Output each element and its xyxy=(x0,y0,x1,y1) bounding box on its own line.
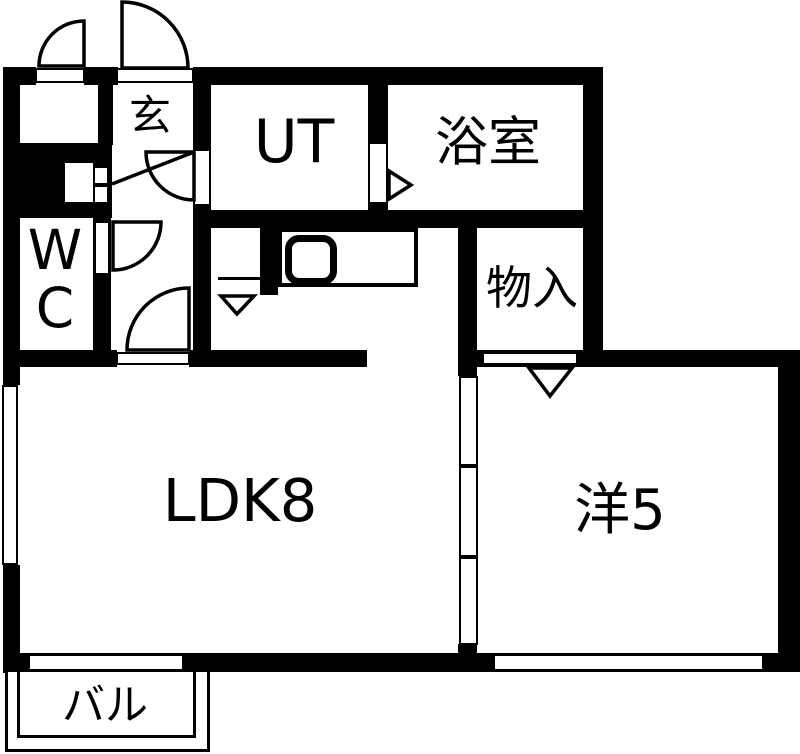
wall-storage-left xyxy=(458,228,477,352)
window-western-bottom xyxy=(493,654,764,671)
wall-ldk-top-left xyxy=(3,350,117,367)
closet-door-swing-icon xyxy=(37,19,86,68)
wall-genkan-right-lower xyxy=(193,206,211,367)
wall-east-vertical xyxy=(583,67,603,352)
wc-door-swing-icon xyxy=(111,220,163,272)
closet-door-opening xyxy=(35,68,85,83)
partition-stub-bottom xyxy=(458,644,477,654)
kitchen-sink xyxy=(285,235,337,285)
genkan-door-swing-icon xyxy=(144,150,196,202)
wall-kitchen-band xyxy=(193,210,603,228)
genkan-door-leaf-line xyxy=(111,150,195,186)
room-label-toilet: WC xyxy=(27,218,83,341)
sliding-door-panel-1 xyxy=(459,376,478,466)
sliding-door-panel-3 xyxy=(459,557,478,645)
wall-left-lower xyxy=(3,565,20,673)
shoe-cabinet-cutout-upper xyxy=(95,168,107,183)
kitchen-entry-arrow-icon xyxy=(217,294,259,317)
room-label-storage: 物入 xyxy=(486,261,578,315)
hall-ldk-door-sill xyxy=(116,352,190,365)
bathroom-door-arrow-icon xyxy=(387,167,415,203)
window-ldk-left xyxy=(2,385,18,565)
room-label-utility: UT xyxy=(253,107,335,177)
room-label-bathroom: 浴室 xyxy=(435,112,541,173)
storage-door-sill xyxy=(482,352,578,365)
window-ldk-bottom xyxy=(28,654,184,671)
wall-genkan-right-upper xyxy=(193,67,211,149)
room-label-balcony: バル xyxy=(62,681,148,731)
room-label-western-room: 洋5 xyxy=(574,478,666,543)
room-label-entrance: 玄 xyxy=(128,91,171,140)
bathroom-door-opening xyxy=(368,142,388,204)
wall-left-upper xyxy=(3,67,20,385)
ldk-door-swing-icon xyxy=(125,286,191,352)
wc-door-opening xyxy=(94,221,110,275)
storage-door-arrow-icon xyxy=(525,366,576,399)
wall-ldk-top-right xyxy=(189,350,367,367)
entrance-door-swing-icon xyxy=(120,0,190,70)
balcony-inner-rail xyxy=(17,672,196,738)
wall-closet-divider xyxy=(98,67,113,145)
entry-step-cutout xyxy=(65,163,93,202)
shoe-cabinet-cutout-lower xyxy=(95,187,107,202)
wall-right xyxy=(778,352,800,672)
room-label-ldk: LDK8 xyxy=(162,466,318,535)
kitchen-stove-block xyxy=(260,228,278,295)
sliding-door-panel-2 xyxy=(459,466,478,557)
wall-top-right xyxy=(193,67,603,85)
kitchen-entry-sill-line xyxy=(218,277,260,280)
partition-stub-top xyxy=(458,367,477,376)
